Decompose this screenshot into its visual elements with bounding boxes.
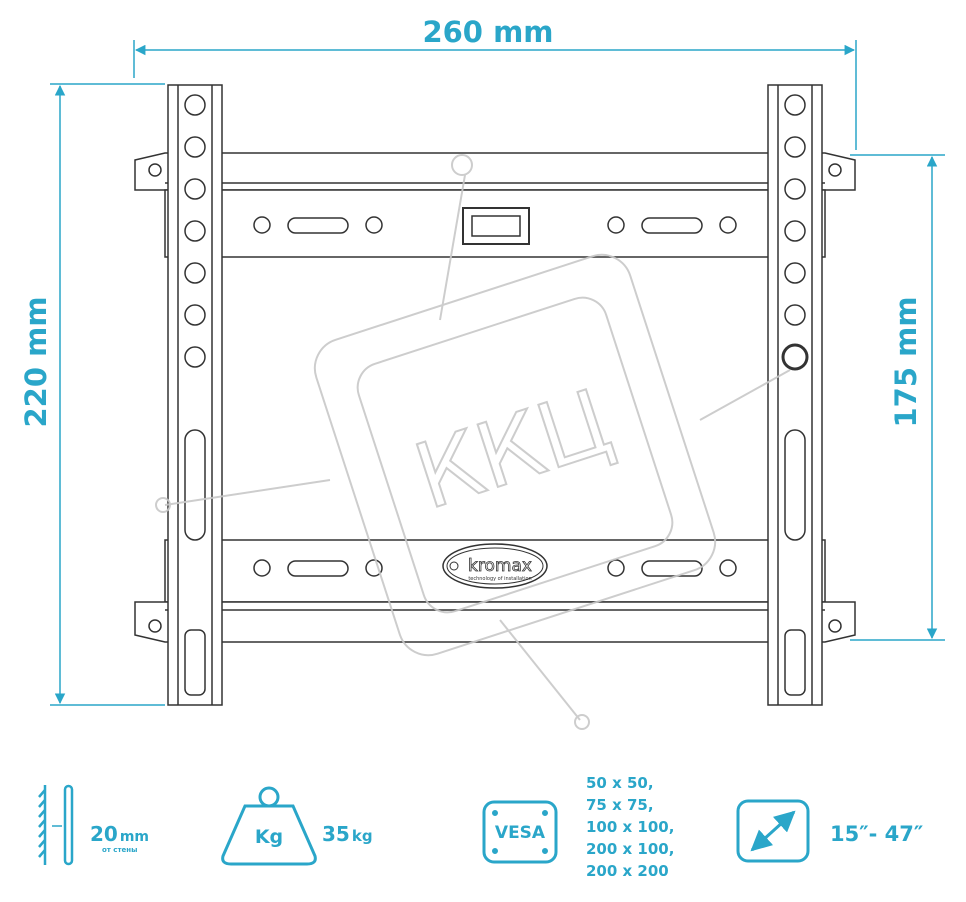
weight-icon xyxy=(221,786,317,866)
svg-text:kromax: kromax xyxy=(468,556,532,576)
right-arm xyxy=(767,84,823,706)
vesa-size: 200 x 200 xyxy=(586,862,669,880)
left-arm xyxy=(167,84,223,706)
svg-text:technology of installation: technology of installation xyxy=(468,576,531,582)
plate-height-label: 175 mm xyxy=(889,296,923,427)
vesa-size: 50 x 50, xyxy=(586,774,654,792)
dimension-width xyxy=(133,40,857,150)
vesa-size: 75 x 75, xyxy=(586,796,654,814)
vesa-sizes-list: 50 x 50, 75 x 75, 100 x 100, 200 x 100, … xyxy=(586,772,674,882)
svg-text:ККЦ: ККЦ xyxy=(403,369,623,530)
wall-distance-icon xyxy=(38,784,74,866)
kromax-logo: kromax technology of installation xyxy=(442,543,548,589)
dimension-plate-height xyxy=(850,154,945,641)
vesa-icon xyxy=(482,800,558,864)
dimension-total-height xyxy=(50,83,165,706)
vesa-size: 200 x 100, xyxy=(586,840,675,858)
vesa-size: 100 x 100, xyxy=(586,818,675,836)
width-label: 260 mm xyxy=(422,15,553,49)
vesa-icon-label: VESA xyxy=(495,823,546,843)
weight-icon-label: Kg xyxy=(255,826,283,848)
wall-distance-note: от стены xyxy=(102,846,138,854)
total-height-label: 220 mm xyxy=(19,296,53,427)
wall-plate xyxy=(134,152,856,643)
diagonal-icon xyxy=(736,799,810,863)
diagonal-range: 15″- 47″ xyxy=(830,822,924,846)
